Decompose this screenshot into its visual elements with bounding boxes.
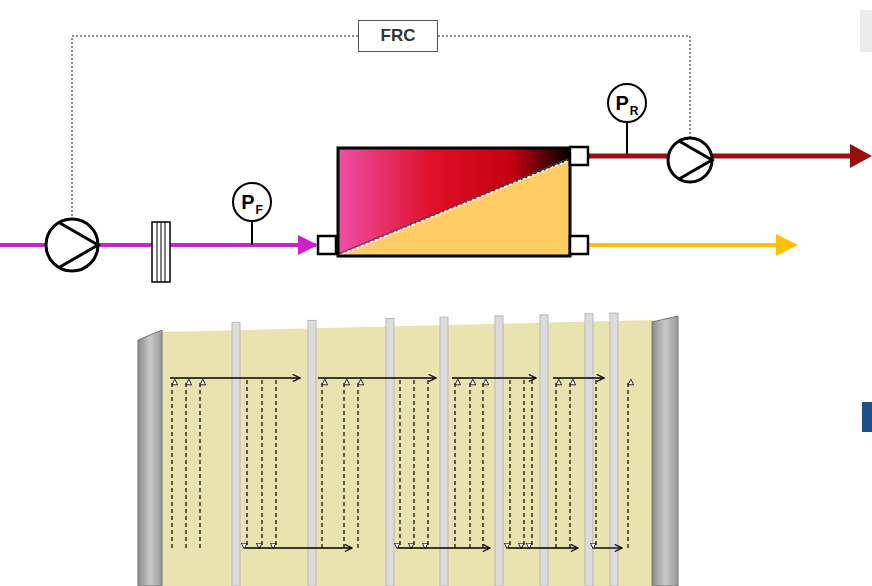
separator-plate — [440, 317, 448, 586]
flow-path — [452, 377, 536, 378]
retentate-line — [588, 154, 852, 159]
flow-path — [627, 382, 628, 548]
flow-path — [555, 382, 556, 548]
label-text: FRC — [381, 26, 416, 45]
separator-plate — [308, 320, 316, 586]
flow-path — [318, 377, 436, 378]
flow-path — [246, 380, 247, 546]
flow-path — [482, 382, 483, 548]
separator-plate — [232, 322, 240, 586]
flow-path — [523, 380, 524, 546]
flow-path — [595, 380, 596, 546]
flow-path — [553, 377, 604, 378]
separator-plate — [495, 316, 503, 586]
subscript-text: F — [256, 203, 263, 217]
flow-path — [245, 547, 352, 548]
subscript-text: R — [630, 104, 639, 118]
separator-plate — [386, 319, 394, 586]
pressure-gauge: PF — [232, 182, 272, 222]
node-label: PR — [615, 92, 638, 115]
controller-box: FRC — [358, 20, 438, 52]
flow-path — [185, 382, 186, 548]
pump-symbol — [46, 219, 98, 271]
separator-plate — [585, 314, 593, 586]
node-label: FRC — [381, 26, 416, 46]
flow-path — [509, 380, 510, 546]
flow-path — [413, 380, 414, 546]
gauge-stem — [251, 220, 253, 245]
flow-path — [508, 547, 578, 548]
pressure-gauge: PR — [607, 83, 647, 123]
cut-mark — [862, 402, 872, 432]
flow-path — [321, 382, 322, 548]
signal-line — [438, 36, 690, 138]
flow-path — [171, 382, 172, 548]
flow-path — [170, 377, 300, 378]
flow-path — [594, 547, 622, 548]
flow-path — [454, 382, 455, 548]
flow-path — [398, 547, 490, 548]
flow-path — [469, 382, 470, 548]
flow-path — [357, 382, 358, 548]
cut-panel — [860, 10, 872, 52]
flow-path — [261, 380, 262, 546]
flow-path — [531, 380, 532, 546]
flow-path — [569, 382, 570, 548]
pump-symbol — [668, 138, 712, 182]
flow-path — [427, 380, 428, 546]
flow-path — [343, 382, 344, 548]
flow-path — [399, 380, 400, 546]
cassette-stack — [138, 313, 678, 586]
membrane-module — [318, 147, 588, 256]
gauge-stem — [626, 121, 628, 155]
filter-symbol — [152, 222, 170, 282]
label-text: P — [241, 191, 254, 213]
retentate-arrowhead — [850, 144, 872, 168]
label-text: P — [615, 92, 628, 114]
flow-path — [199, 382, 200, 548]
flow-path — [275, 380, 276, 546]
permeate-line — [588, 243, 778, 247]
separator-plate — [540, 315, 548, 586]
permeate-arrowhead — [776, 234, 798, 256]
signal-line — [72, 36, 358, 219]
separator-plate — [610, 313, 618, 586]
node-label: PF — [241, 191, 263, 214]
